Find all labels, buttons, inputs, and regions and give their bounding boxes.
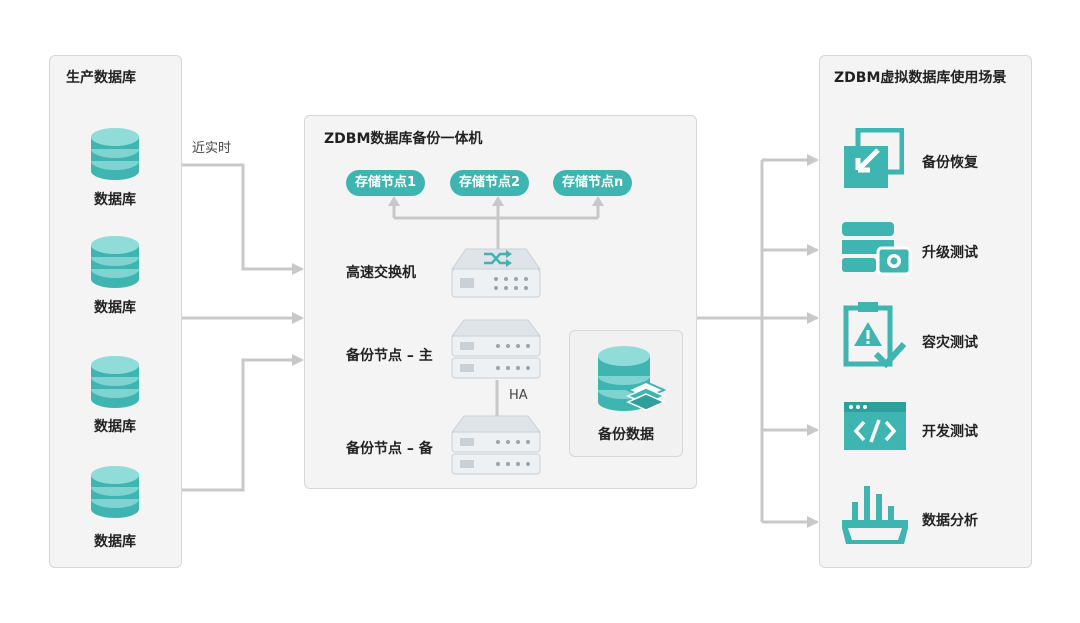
- standby-server-icon: [451, 415, 541, 475]
- near-realtime-label: 近实时: [192, 141, 232, 156]
- switch-icon: [451, 248, 541, 298]
- standby-node-label: 备份节点 – 备: [346, 441, 433, 457]
- dev-test-icon: [844, 402, 906, 450]
- storage-node-2: 存储节点2: [450, 170, 530, 196]
- ha-link: [495, 380, 499, 422]
- scenarios-title: ZDBM虚拟数据库使用场景: [834, 70, 1007, 86]
- database-icon: [91, 356, 139, 408]
- primary-server-icon: [451, 319, 541, 379]
- storage-node-n: 存储节点n: [553, 170, 633, 196]
- storage-node-1: 存储节点1: [346, 170, 426, 196]
- primary-node-label: 备份节点 – 主: [346, 348, 433, 364]
- db-label-1: 数据库: [94, 192, 136, 208]
- db-label-3: 数据库: [94, 419, 136, 435]
- zdbm-appliance-title: ZDBM数据库备份一体机: [324, 131, 483, 147]
- ha-label: HA: [509, 388, 528, 403]
- db-label-2: 数据库: [94, 300, 136, 316]
- database-icon: [91, 128, 139, 180]
- upgrade-test-icon: [842, 222, 912, 276]
- backup-restore-icon: [844, 128, 904, 188]
- scenario-upgrade-test: 升级测试: [922, 245, 978, 261]
- disaster-test-icon: [843, 302, 906, 369]
- database-icon: [91, 236, 139, 288]
- switch-storage-links: [388, 196, 604, 250]
- switch-label: 高速交换机: [346, 265, 416, 281]
- db-label-4: 数据库: [94, 534, 136, 550]
- database-icon: [91, 466, 139, 518]
- scenario-disaster-test: 容灾测试: [922, 335, 978, 351]
- scenario-backup-restore: 备份恢复: [922, 155, 978, 171]
- link-db3: [182, 354, 304, 492]
- data-analysis-icon: [842, 486, 908, 544]
- link-db1: [182, 163, 304, 275]
- production-db-title: 生产数据库: [66, 70, 136, 86]
- scenarios-panel: [819, 55, 1032, 568]
- backup-data-label: 备份数据: [598, 427, 654, 443]
- scenario-data-analysis: 数据分析: [922, 513, 978, 529]
- backup-data-icon: [598, 346, 667, 411]
- scenario-dev-test: 开发测试: [922, 424, 978, 440]
